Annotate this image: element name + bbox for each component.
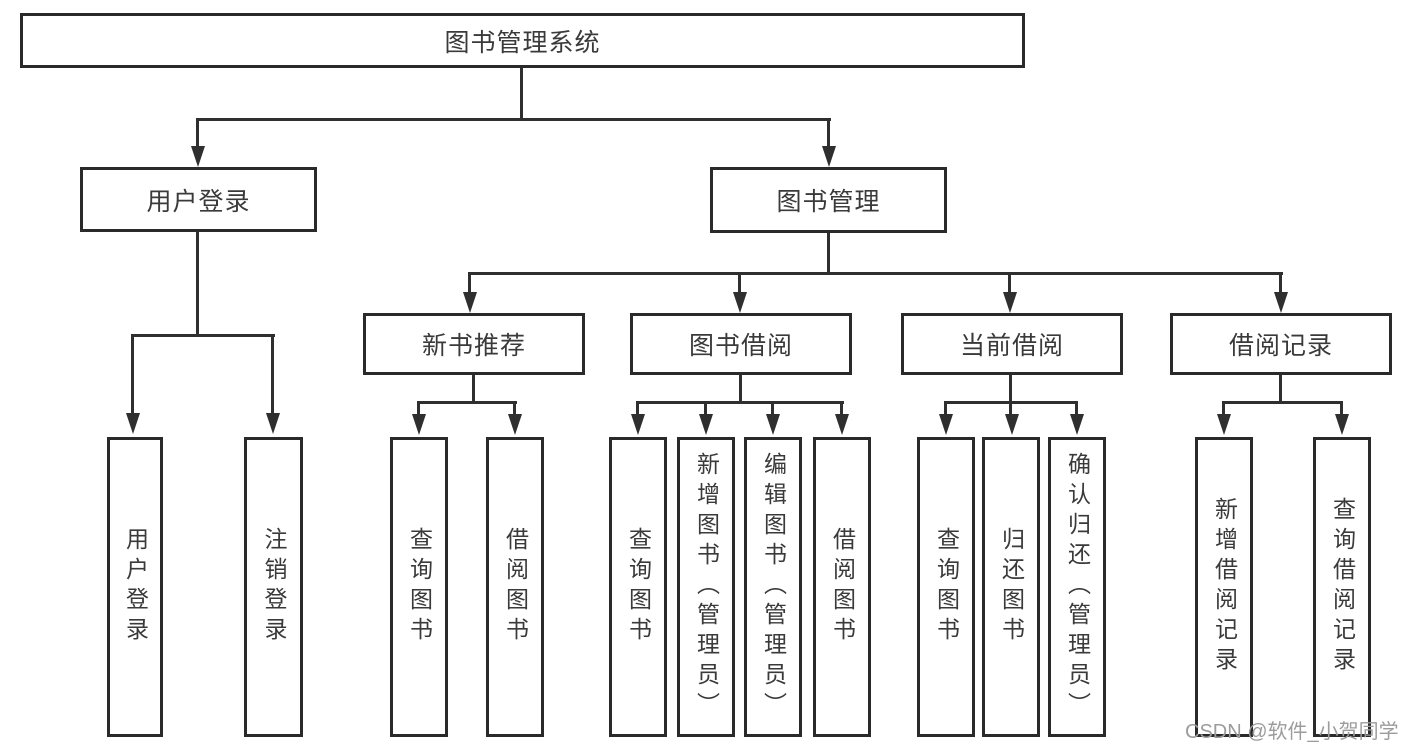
connector-userlogin-horizontal	[131, 334, 275, 337]
leaf-logout-label: 注销登录	[261, 527, 287, 647]
node-borrow-records-label: 借阅记录	[1228, 332, 1333, 360]
connector-borrowing-stub-2	[704, 401, 707, 415]
arrow-down-icon	[1217, 414, 1231, 435]
connector-recommend-stub-2	[513, 401, 516, 415]
leaf-current-confirm-return-admin-label: 确认归还（管理员）	[1064, 452, 1091, 722]
leaf-recommend-query-books: 查询图书	[390, 437, 448, 737]
leaf-borrowing-edit-books-admin: 编辑图书（管理员）	[744, 437, 802, 737]
arrow-down-icon	[1003, 292, 1017, 313]
connector-current-horizontal	[944, 401, 1078, 404]
connector-root-stub-left	[196, 118, 199, 148]
connector-bookmgmt-vertical	[827, 233, 830, 275]
node-current-borrowing-label: 当前借阅	[959, 332, 1064, 360]
connector-recommend-vertical	[472, 375, 475, 404]
leaf-recommend-borrow-books-label: 借阅图书	[502, 527, 529, 647]
connector-records-horizontal	[1222, 401, 1343, 404]
arrow-down-icon	[1335, 414, 1349, 435]
connector-root-vertical	[520, 68, 523, 121]
node-book-borrowing: 图书借阅	[630, 313, 852, 375]
arrow-down-icon	[1070, 414, 1084, 435]
connector-bookmgmt-stub-4	[1279, 272, 1282, 294]
connector-borrowing-stub-3	[771, 401, 774, 415]
leaf-borrowing-query-books-label: 查询图书	[625, 527, 652, 647]
connector-records-stub-1	[1222, 401, 1225, 415]
arrow-down-icon	[126, 413, 140, 434]
arrow-down-icon	[822, 146, 836, 167]
leaf-recommend-borrow-books: 借阅图书	[486, 437, 544, 737]
connector-recommend-horizontal	[417, 401, 517, 404]
leaf-borrowing-edit-books-admin-label: 编辑图书（管理员）	[760, 452, 787, 722]
connector-current-stub-1	[944, 401, 947, 415]
node-current-borrowing: 当前借阅	[901, 313, 1123, 375]
connector-records-stub-2	[1340, 401, 1343, 415]
arrow-down-icon	[1005, 414, 1019, 435]
connector-bookmgmt-stub-2	[738, 272, 741, 294]
leaf-current-return-books: 归还图书	[982, 437, 1040, 737]
arrow-down-icon	[266, 413, 280, 434]
arrow-down-icon	[835, 414, 849, 435]
leaf-records-add-record-label: 新增借阅记录	[1211, 497, 1238, 677]
leaf-borrowing-add-books-admin: 新增图书（管理员）	[677, 437, 735, 737]
leaf-recommend-query-books-label: 查询图书	[406, 527, 433, 647]
connector-borrowing-stub-1	[636, 401, 639, 415]
leaf-user-login: 用户登录	[107, 437, 163, 737]
connector-records-vertical	[1279, 375, 1282, 404]
connector-borrowing-horizontal	[636, 401, 844, 404]
arrow-down-icon	[733, 292, 747, 313]
arrow-down-icon	[412, 414, 426, 435]
node-new-book-recommend-label: 新书推荐	[421, 332, 526, 360]
leaf-borrowing-query-books: 查询图书	[609, 437, 667, 737]
leaf-current-return-books-label: 归还图书	[998, 527, 1025, 647]
leaf-borrowing-borrow-books-label: 借阅图书	[829, 527, 856, 647]
connector-userlogin-vertical	[196, 232, 199, 337]
connector-recommend-stub-1	[417, 401, 420, 415]
leaf-records-add-record: 新增借阅记录	[1195, 437, 1253, 737]
connector-bookmgmt-stub-1	[468, 272, 471, 294]
leaf-borrowing-add-books-admin-label: 新增图书（管理员）	[693, 452, 720, 722]
node-library-system-label: 图书管理系统	[444, 28, 601, 57]
leaf-current-query-books: 查询图书	[917, 437, 975, 737]
arrow-down-icon	[766, 414, 780, 435]
leaf-records-query-record: 查询借阅记录	[1313, 437, 1371, 737]
node-book-management: 图书管理	[710, 167, 947, 233]
connector-borrowing-vertical	[739, 375, 742, 404]
arrow-down-icon	[191, 146, 205, 167]
connector-borrowing-stub-4	[840, 401, 843, 415]
leaf-user-login-label: 用户登录	[122, 527, 149, 647]
leaf-current-confirm-return-admin: 确认归还（管理员）	[1048, 437, 1106, 737]
node-library-system: 图书管理系统	[20, 13, 1025, 68]
leaf-borrowing-borrow-books: 借阅图书	[813, 437, 871, 737]
connector-current-vertical	[1009, 375, 1012, 417]
arrow-down-icon	[508, 414, 522, 435]
leaf-records-query-record-label: 查询借阅记录	[1329, 497, 1356, 677]
leaf-logout: 注销登录	[244, 437, 303, 737]
arrow-down-icon	[939, 414, 953, 435]
connector-userlogin-stub-left	[131, 334, 134, 414]
arrow-down-icon	[631, 414, 645, 435]
node-user-login-label: 用户登录	[146, 187, 251, 216]
connector-current-stub-3	[1075, 401, 1078, 415]
node-book-borrowing-label: 图书借阅	[688, 332, 793, 360]
node-borrow-records: 借阅记录	[1170, 313, 1392, 375]
connector-userlogin-stub-right	[271, 334, 274, 414]
leaf-current-query-books-label: 查询图书	[933, 527, 960, 647]
connector-bookmgmt-stub-3	[1008, 272, 1011, 294]
connector-root-stub-right	[827, 118, 830, 148]
connector-root-horizontal	[196, 118, 831, 121]
arrow-down-icon	[699, 414, 713, 435]
arrow-down-icon	[463, 292, 477, 313]
arrow-down-icon	[1274, 292, 1288, 313]
csdn-watermark: CSDN @软件_小贺同学	[1185, 721, 1399, 743]
node-new-book-recommend: 新书推荐	[363, 313, 585, 375]
connector-bookmgmt-horizontal	[468, 272, 1283, 275]
node-user-login: 用户登录	[80, 167, 317, 232]
node-book-management-label: 图书管理	[776, 188, 881, 216]
